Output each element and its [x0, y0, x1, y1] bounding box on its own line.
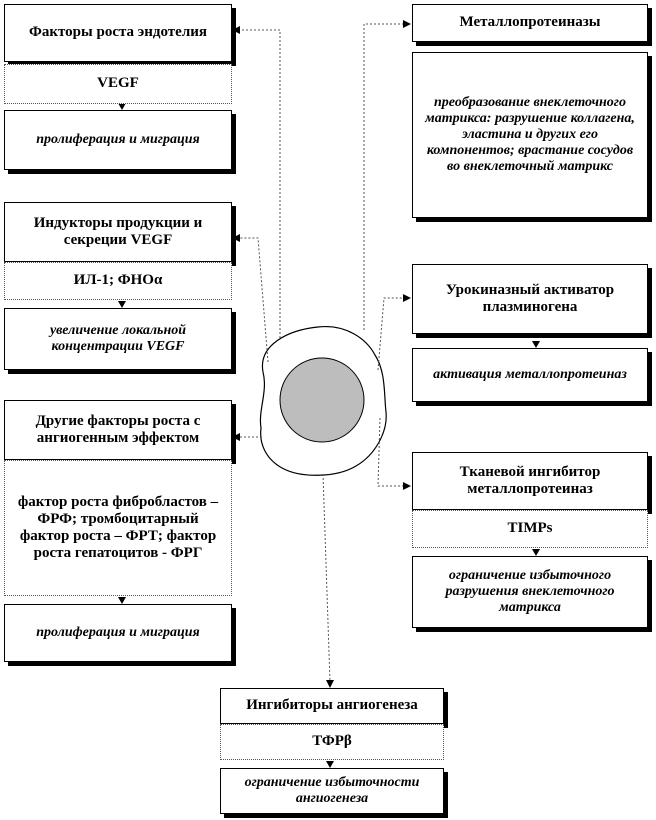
other-growth-factors-list: фактор роста фибробластов – ФРФ; тромбоц…: [4, 460, 232, 596]
other-growth-factors-title: Другие факторы роста с ангиогенным эффек…: [4, 400, 232, 460]
connector-upa: [377, 297, 404, 371]
mmp-title: Металлопротеиназы: [412, 4, 648, 42]
angiogenesis-inhibitors-effect: ограничение избыточности ангиогенеза: [220, 768, 444, 814]
endothelial-factors-list: VEGF: [4, 64, 232, 104]
upa-effect: активация металлопротеиназ: [412, 348, 648, 402]
cell-nucleus: [279, 357, 365, 443]
connector-inhibitors: [322, 473, 331, 683]
angiogenesis-inhibitors-list: ТФРβ: [220, 724, 444, 760]
vegf-inductors-effect: увеличение локальной концентрации VEGF: [4, 308, 232, 370]
mmp-effect: преобразование внеклеточного матрикса: р…: [412, 52, 648, 218]
vegf-inductors-title: Индукторы продукции и секреции VEGF: [4, 202, 232, 262]
endothelial-factors-effect: пролиферация и миграция: [4, 110, 232, 170]
other-growth-factors-effect: пролиферация и миграция: [4, 604, 232, 662]
connector-inductors: [238, 237, 269, 363]
vegf-inductors-list: ИЛ-1; ФНОα: [4, 262, 232, 300]
timp-title: Тканевой ингибитор металлопротеиназ: [412, 452, 648, 510]
angiogenesis-inhibitors-title: Ингибиторы ангиогенеза: [220, 688, 444, 724]
connector-mmp: [363, 23, 404, 330]
endothelial-factors-title: Факторы роста эндотелия: [4, 4, 232, 62]
upa-title: Урокиназный активатор плазминогена: [412, 264, 648, 334]
timp-effect: ограничение избыточного разрушения внекл…: [412, 556, 648, 628]
connector-endothelial: [238, 29, 281, 338]
connector-timp: [377, 417, 404, 487]
timp-list: TIMPs: [412, 510, 648, 548]
